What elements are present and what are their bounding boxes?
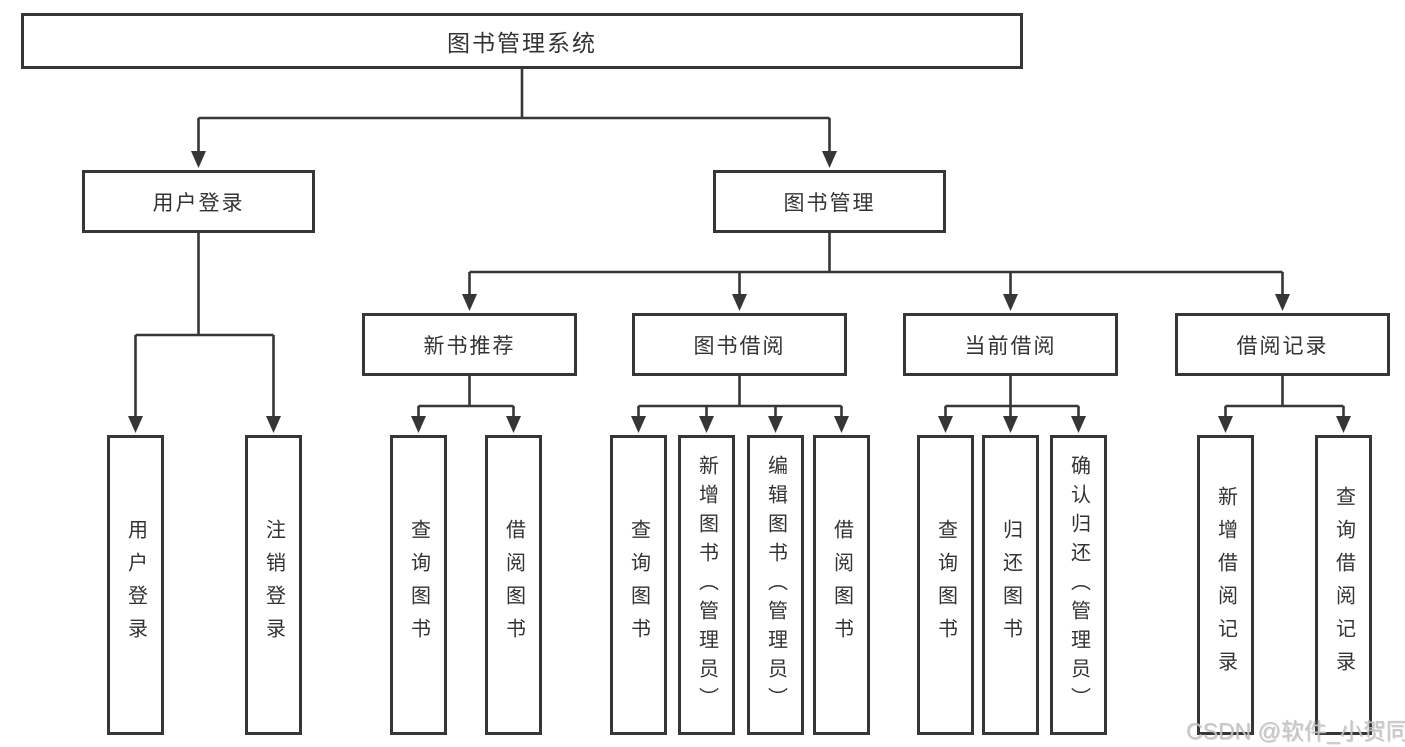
leaf-query-books: 查询图书 — [390, 435, 447, 735]
node-label: 新书推荐 — [423, 334, 516, 358]
node-user-login: 用户登录 — [82, 170, 315, 233]
node-book-management: 图书管理 — [713, 170, 946, 233]
leaf-borrow-books: 借阅图书 — [485, 435, 542, 735]
leaf-label: 查询图书 — [934, 519, 957, 651]
node-label: 图书借阅 — [693, 334, 786, 358]
leaf-label: 确认归还（管理员） — [1067, 454, 1090, 716]
leaf-add-borrow-record: 新增借阅记录 — [1197, 435, 1254, 735]
node-new-book-recommend: 新书推荐 — [362, 313, 577, 376]
leaf-label: 查询图书 — [407, 519, 430, 651]
leaf-user-login: 用户登录 — [107, 435, 164, 735]
leaf-confirm-return-admin: 确认归还（管理员） — [1050, 435, 1107, 735]
node-label: 借阅记录 — [1236, 334, 1329, 358]
node-borrow-records: 借阅记录 — [1175, 313, 1390, 376]
node-current-borrow: 当前借阅 — [903, 313, 1118, 376]
node-label: 图书管理 — [783, 191, 876, 215]
leaf-label: 借阅图书 — [830, 519, 853, 651]
node-label: 用户登录 — [152, 191, 245, 215]
leaf-label: 查询借阅记录 — [1332, 486, 1355, 684]
leaf-label: 注销登录 — [262, 519, 285, 651]
node-root-system: 图书管理系统 — [21, 13, 1023, 69]
leaf-label: 归还图书 — [999, 519, 1022, 651]
leaf-label: 查询图书 — [627, 519, 650, 651]
leaf-label: 新增图书（管理员） — [695, 454, 718, 716]
leaf-add-books-admin: 新增图书（管理员） — [678, 435, 735, 735]
node-label: 图书管理系统 — [447, 30, 597, 56]
leaf-query-borrow-record: 查询借阅记录 — [1315, 435, 1372, 735]
leaf-label: 借阅图书 — [502, 519, 525, 651]
node-label: 当前借阅 — [964, 334, 1057, 358]
csdn-watermark: CSDN @软件_小贺同学 — [1186, 718, 1405, 744]
leaf-query-books: 查询图书 — [610, 435, 667, 735]
leaf-label: 新增借阅记录 — [1214, 486, 1237, 684]
leaf-edit-books-admin: 编辑图书（管理员） — [747, 435, 804, 735]
leaf-label: 编辑图书（管理员） — [764, 454, 787, 716]
leaf-label: 用户登录 — [124, 519, 147, 651]
leaf-return-books: 归还图书 — [982, 435, 1039, 735]
leaf-logout: 注销登录 — [245, 435, 302, 735]
leaf-query-books: 查询图书 — [917, 435, 974, 735]
leaf-borrow-books: 借阅图书 — [813, 435, 870, 735]
node-book-borrow: 图书借阅 — [632, 313, 847, 376]
